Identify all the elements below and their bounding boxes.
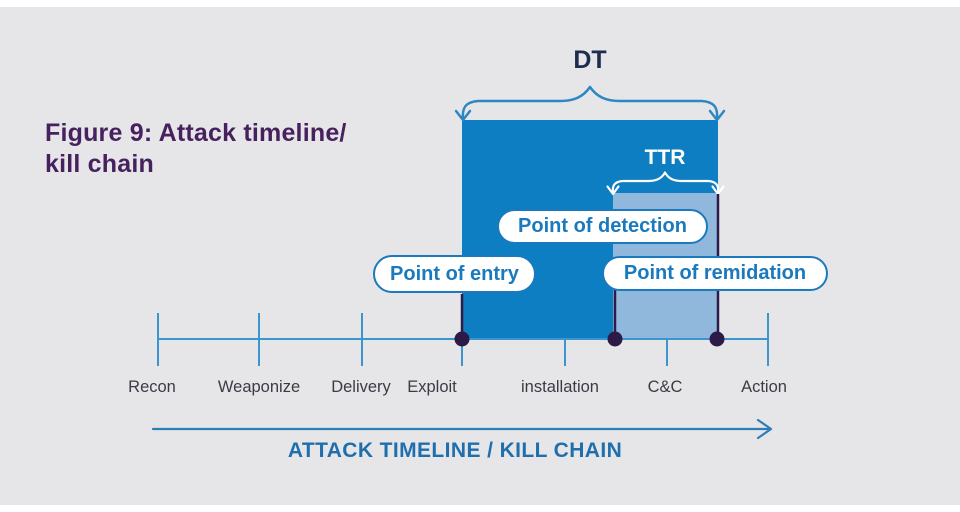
pill-point-of-detection: Point of detection <box>497 209 708 244</box>
pill-point-of-remediation: Point of remidation <box>602 256 828 291</box>
stage-label-recon: Recon <box>128 378 176 396</box>
bottom-white-bar <box>0 505 960 512</box>
stage-label-delivery: Delivery <box>331 378 391 396</box>
pill-point-of-detection-label: Point of detection <box>518 215 687 237</box>
pill-point-of-entry-label: Point of entry <box>390 262 519 285</box>
pill-point-of-entry: Point of entry <box>373 255 536 293</box>
figure-title-line2: kill chain <box>45 150 154 178</box>
ttr-label: TTR <box>644 146 686 169</box>
dt-brace-icon <box>454 85 726 122</box>
top-white-bar <box>0 0 960 7</box>
stage-label-exploit: Exploit <box>407 378 457 396</box>
dt-label: DT <box>573 46 607 74</box>
pill-point-of-remediation-label: Point of remidation <box>623 262 807 284</box>
figure-title-line1: Figure 9: Attack timeline/ <box>45 119 347 147</box>
stage-label-installation: installation <box>521 378 599 396</box>
kill-chain-caption: ATTACK TIMELINE / KILL CHAIN <box>287 439 623 462</box>
kill-chain-arrow-icon <box>151 418 773 440</box>
stage-label-weaponize: Weaponize <box>217 378 301 396</box>
stage-label-action: Action <box>741 378 787 396</box>
figure-title: Figure 9: Attack timeline/ kill chain <box>45 118 405 180</box>
stage-label-cc: C&C <box>647 378 683 396</box>
